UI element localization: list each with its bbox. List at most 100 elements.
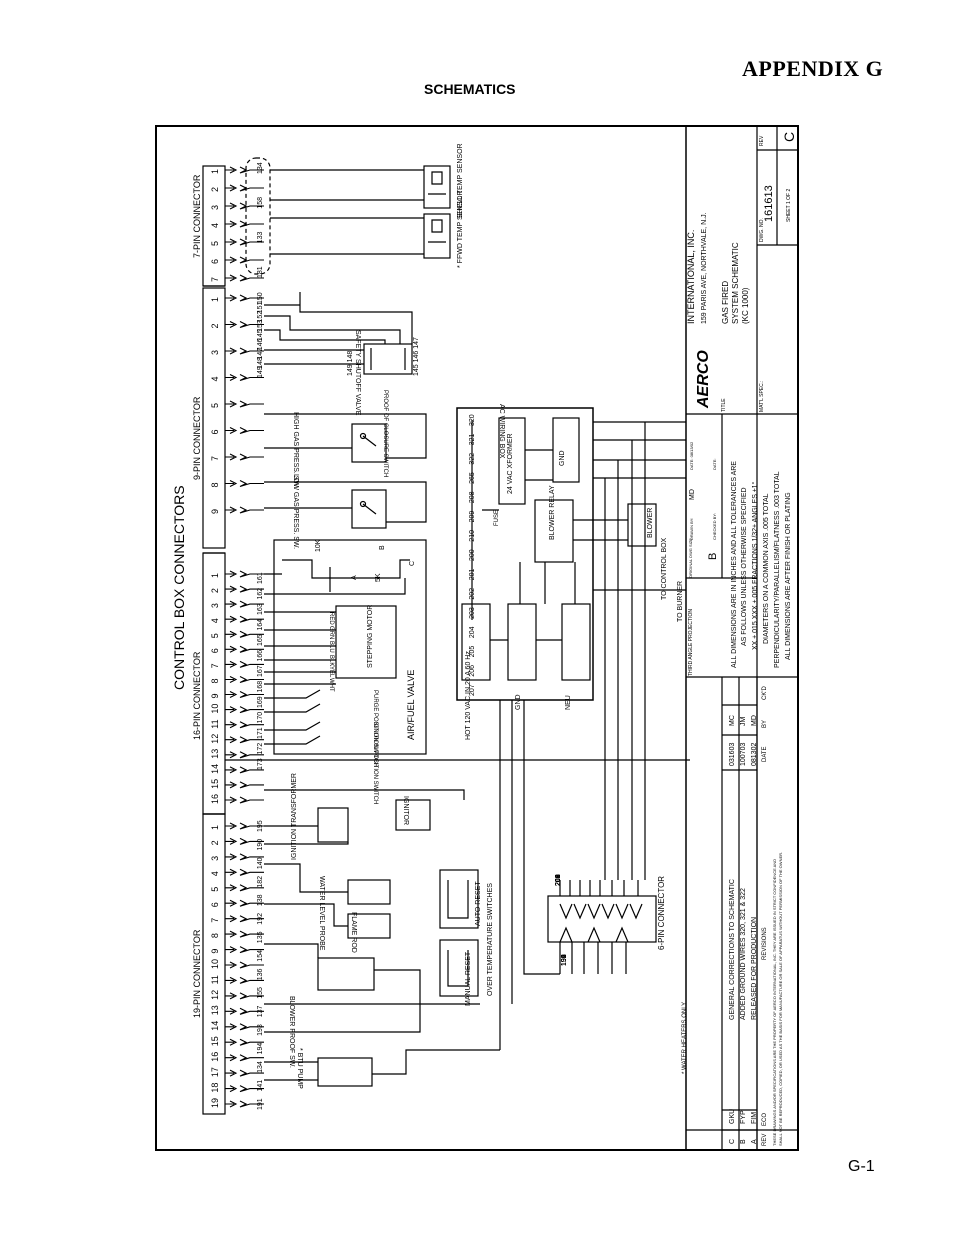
pin-number-c16-10: 10 [210, 704, 220, 714]
pin-contact-c9-2 [225, 321, 264, 329]
to-burner-label: TO BURNER [677, 581, 684, 622]
stepping-motor-label: STEPPING MOTOR [367, 605, 374, 668]
pin-contact-c16-4 [225, 615, 264, 623]
pin-contact-c19-6 [225, 899, 264, 907]
pin-number-c19-6: 6 [210, 902, 220, 907]
wire-number-c19-154: 154 [257, 950, 264, 962]
pin-contact-c16-7 [225, 660, 264, 668]
wire-number-ac-201: 201 [469, 569, 476, 581]
wire-number-c9a-147: 147 [257, 348, 264, 360]
manual-reset-label: MANUAL RESET [465, 951, 472, 1006]
wire-number-sixtop-201: 201 [555, 874, 562, 886]
connector-19-label: 19-PIN CONNECTOR [192, 929, 202, 1018]
motor-wire-blu: BLU [328, 641, 334, 653]
pin-contact-c19-13 [225, 1007, 264, 1015]
rev-row-a-eco: FIM [751, 1112, 758, 1124]
pin-number-c19-10: 10 [210, 959, 220, 969]
connector-9-label: 9-PIN CONNECTOR [192, 396, 202, 480]
rev-row-c-by: MC [729, 715, 736, 726]
pin-contact-c19-8 [225, 930, 264, 938]
wire-number-sixtop-210: 210 [555, 874, 562, 886]
rev-row-a-date: 081302 [751, 743, 758, 766]
wire-number-sixtop-206: 206 [555, 874, 562, 886]
pin-contact-c19-15 [225, 1038, 264, 1046]
checked-by: CHECKED BY: [712, 513, 717, 540]
pin-contact-c19-5 [225, 884, 264, 892]
six-pin-label: 6-PIN CONNECTOR [657, 876, 666, 950]
hot-in-label: HOT 120 VAC IN 20 A 60 Hz [465, 651, 472, 740]
pin-contact-c16-12 [225, 736, 264, 744]
pin-contact-c16-15 [225, 781, 264, 789]
wire-number-c16-172: 172 [257, 743, 264, 755]
pin-contact-c9-1 [225, 294, 264, 302]
pin-contact-c7-1 [225, 166, 264, 174]
company-name: INTERNATIONAL, INC. [686, 230, 696, 324]
over-temp-label: OVER TEMPERATURE SWITCHES [487, 883, 494, 996]
wire-number-sixbot-193: 193 [561, 954, 568, 966]
pin-number-c16-9: 9 [210, 693, 220, 698]
rev-header-ckd: CK'D [762, 686, 768, 700]
motor-wire-yel: YEL [328, 666, 334, 678]
pin-number-c9-4: 4 [210, 376, 220, 381]
pin-number-c16-4: 4 [210, 618, 220, 623]
tolerance-line-2: AS FOLLOWS UNLESS OTHERWISE SPECIFIED [741, 487, 748, 646]
pin-contact-c16-2 [225, 585, 264, 593]
confidential-line-2: SHALL NOT BE REPRODUCED, COPIED, OR USED… [778, 852, 783, 1146]
wire-number-c19-192: 192 [257, 913, 264, 925]
tolerance-line-1: ALL DIMENSIONS ARE IN INCHES AND ALL TOL… [731, 461, 738, 668]
rev-row-c-date: 031603 [729, 743, 736, 766]
wire-number-c16-165: 165 [257, 634, 264, 646]
pin-number-c9-8: 8 [210, 482, 220, 487]
water-probe-label: WATER LEVEL PROBE [318, 876, 325, 951]
dwg-no: 161613 [763, 185, 775, 222]
wire-number-sixtop-208: 208 [555, 874, 562, 886]
wire-number-sixbot-190: 190 [561, 954, 568, 966]
motor-wire-wht: WHT [328, 678, 334, 692]
pin-number-c19-2: 2 [210, 840, 220, 845]
pin-number-c19-9: 9 [210, 949, 220, 954]
rev-value: C [781, 132, 797, 142]
wire-number-c9a-146: 146 [257, 339, 264, 351]
proof-closure-label: PROOF OF CLOSURE SWITCH [382, 390, 388, 477]
pot-b: B [379, 545, 386, 550]
wire-number-sixtop-203: 203 [555, 874, 562, 886]
rev-row-a-rev: A [751, 1139, 758, 1144]
pin-contact-c9-9 [225, 506, 264, 514]
pin-contact-c19-1 [225, 822, 264, 830]
to-control-box-label: TO CONTROL BOX [661, 537, 668, 600]
xformer-label: 24 VAC XFORMER [507, 433, 514, 494]
rev-header-date: DATE [762, 746, 768, 762]
page-number: G-1 [848, 1158, 875, 1175]
pin-number-c7-1: 1 [210, 169, 220, 174]
pin-number-c7-6: 6 [210, 259, 220, 264]
wire-number-c16-170: 170 [257, 712, 264, 724]
wire-number-sixbot-194: 194 [561, 954, 568, 966]
drawn-initials: MD [689, 489, 696, 500]
pot-5k: 5K [375, 573, 382, 582]
wire-number-c9a-151: 151 [257, 302, 264, 314]
pin-contact-c9-4 [225, 374, 264, 382]
title-line-1: GAS FIRED [721, 281, 730, 324]
pin-number-c19-5: 5 [210, 887, 220, 892]
rev-row-b-date: 100703 [740, 743, 747, 766]
wire-number-sixbot-192: 192 [561, 954, 568, 966]
wire-number-c7-181: 181 [257, 266, 264, 278]
wire-number-c19-194: 194 [257, 1043, 264, 1055]
pin-number-c19-14: 14 [210, 1021, 220, 1031]
pin-contact-c9-5 [225, 400, 264, 408]
pin-number-c19-13: 13 [210, 1005, 220, 1015]
purge-switch-label: PURGE POSITION SWITCH [372, 690, 378, 767]
orig-size-label: ORIGINAL DWG SIZE [688, 538, 693, 578]
pin-contact-c19-17 [225, 1069, 264, 1077]
pin-contact-c7-5 [225, 238, 264, 246]
pin-contact-c16-13 [225, 751, 264, 759]
wire-number-ac-321: 321 [469, 434, 476, 446]
pin-contact-c16-5 [225, 630, 264, 638]
pin-contact-c19-9 [225, 946, 264, 954]
pin-number-c9-5: 5 [210, 403, 220, 408]
wire-number-c16-162: 162 [257, 588, 264, 600]
wire-number-c9a-148: 148 [257, 357, 264, 369]
wire-number-ac-265: 265 [469, 472, 476, 484]
pin-contact-c9-8 [225, 480, 264, 488]
gnd-label: GND [559, 450, 566, 466]
